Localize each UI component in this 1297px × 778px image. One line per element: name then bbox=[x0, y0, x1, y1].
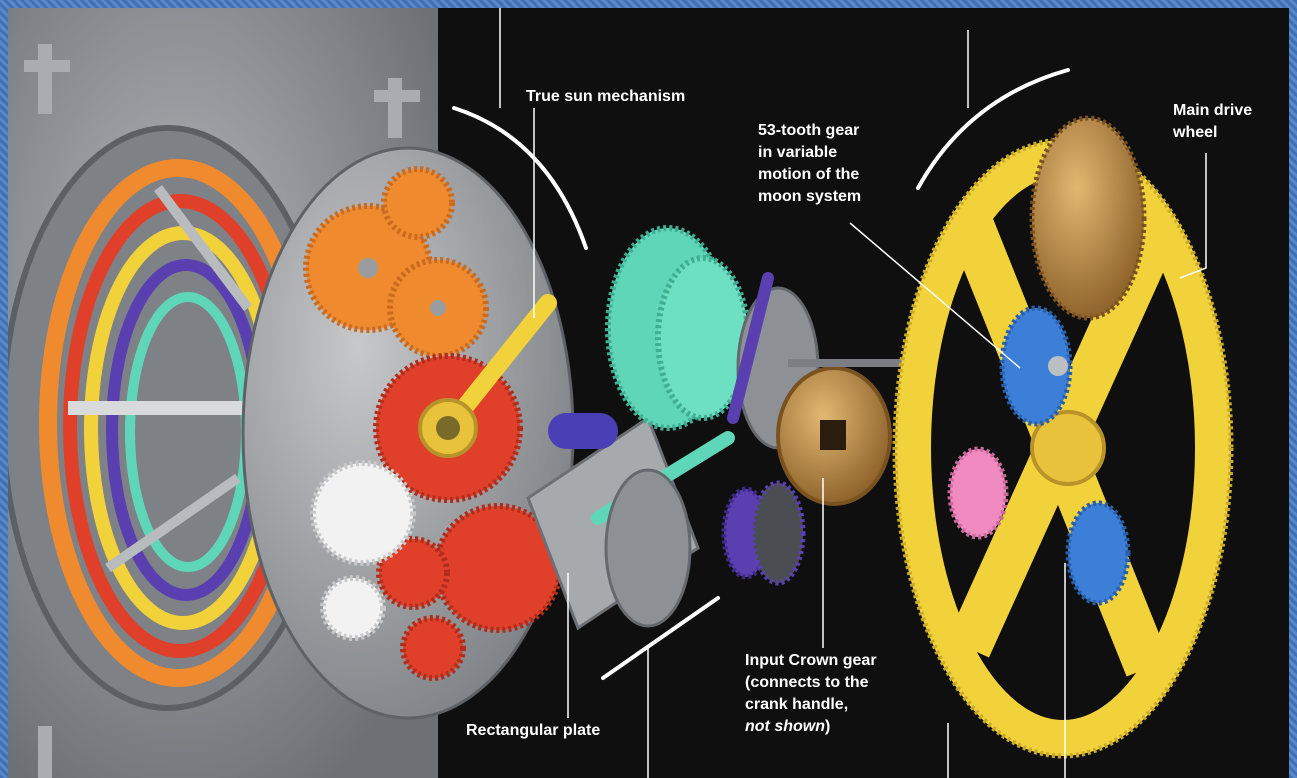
label-input-crown-gear-line-1: Input Crown gear bbox=[745, 650, 877, 672]
input-crown-gear bbox=[778, 363, 908, 504]
label-53-tooth-gear: 53-tooth gear in variable motion of the … bbox=[758, 120, 861, 208]
label-input-crown-gear-line-3: crank handle, bbox=[745, 694, 877, 716]
label-true-sun-mechanism: True sun mechanism bbox=[526, 86, 685, 108]
label-53-tooth-gear-line-3: motion of the bbox=[758, 164, 861, 186]
label-main-drive-wheel-line-1: Main drive bbox=[1173, 100, 1252, 122]
label-input-crown-gear-line-4: not shown) bbox=[745, 716, 877, 738]
label-input-crown-gear-close: ) bbox=[825, 718, 830, 735]
label-input-crown-gear-note: not shown bbox=[745, 718, 825, 735]
label-main-drive-wheel-line-2: wheel bbox=[1173, 122, 1252, 144]
diagram-scene: True sun mechanism 53-tooth gear in vari… bbox=[8, 8, 1289, 778]
bronze-gear bbox=[1032, 118, 1144, 318]
label-input-crown-gear: Input Crown gear (connects to the crank … bbox=[745, 650, 877, 738]
label-input-crown-gear-line-2: (connects to the bbox=[745, 672, 877, 694]
label-main-drive-wheel: Main drive wheel bbox=[1173, 100, 1252, 144]
label-53-tooth-gear-line-1: 53-tooth gear bbox=[758, 120, 861, 142]
label-53-tooth-gear-line-2: in variable bbox=[758, 142, 861, 164]
label-rectangular-plate: Rectangular plate bbox=[466, 720, 600, 742]
exploded-mechanism-illustration bbox=[8, 8, 1289, 778]
label-53-tooth-gear-line-4: moon system bbox=[758, 186, 861, 208]
